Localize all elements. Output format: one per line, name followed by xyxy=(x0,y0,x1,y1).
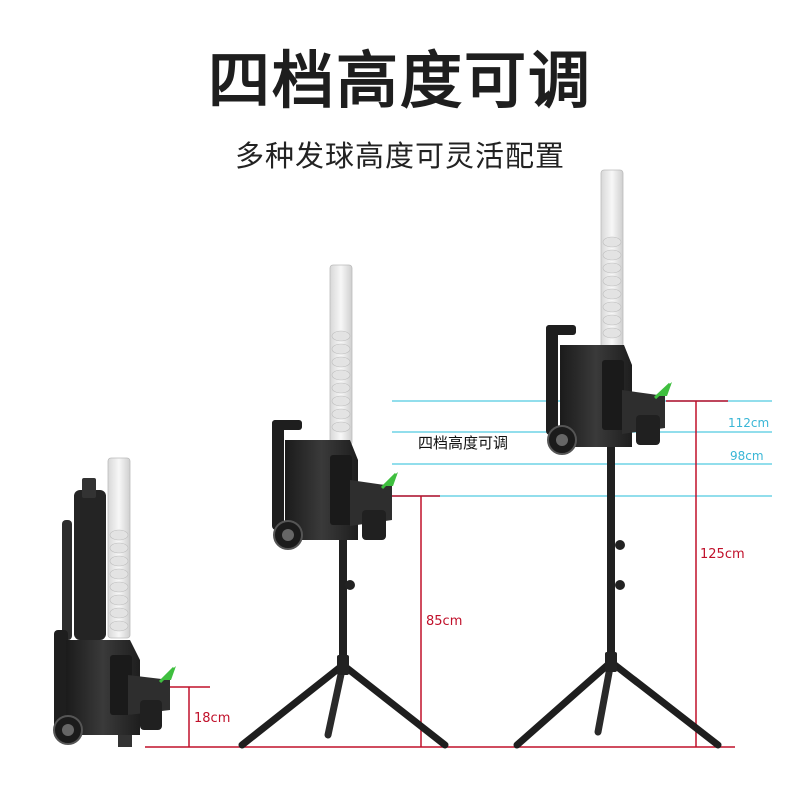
height-label-98: 98cm xyxy=(730,449,764,463)
page-title: 四档高度可调 xyxy=(207,44,592,117)
page-subtitle: 多种发球高度可灵活配置 xyxy=(234,139,565,173)
machine-folded xyxy=(53,457,176,747)
height-label-112: 112cm xyxy=(728,416,770,430)
dimension-125 xyxy=(666,400,728,747)
adjustable-levels-label: 四档高度可调 xyxy=(418,434,509,452)
machine-125cm xyxy=(513,169,722,749)
height-label-125: 125cm xyxy=(700,547,745,562)
height-label-18: 18cm xyxy=(194,711,231,726)
height-label-85: 85cm xyxy=(426,614,463,629)
dimension-85 xyxy=(388,495,440,747)
machine-85cm xyxy=(238,264,449,749)
